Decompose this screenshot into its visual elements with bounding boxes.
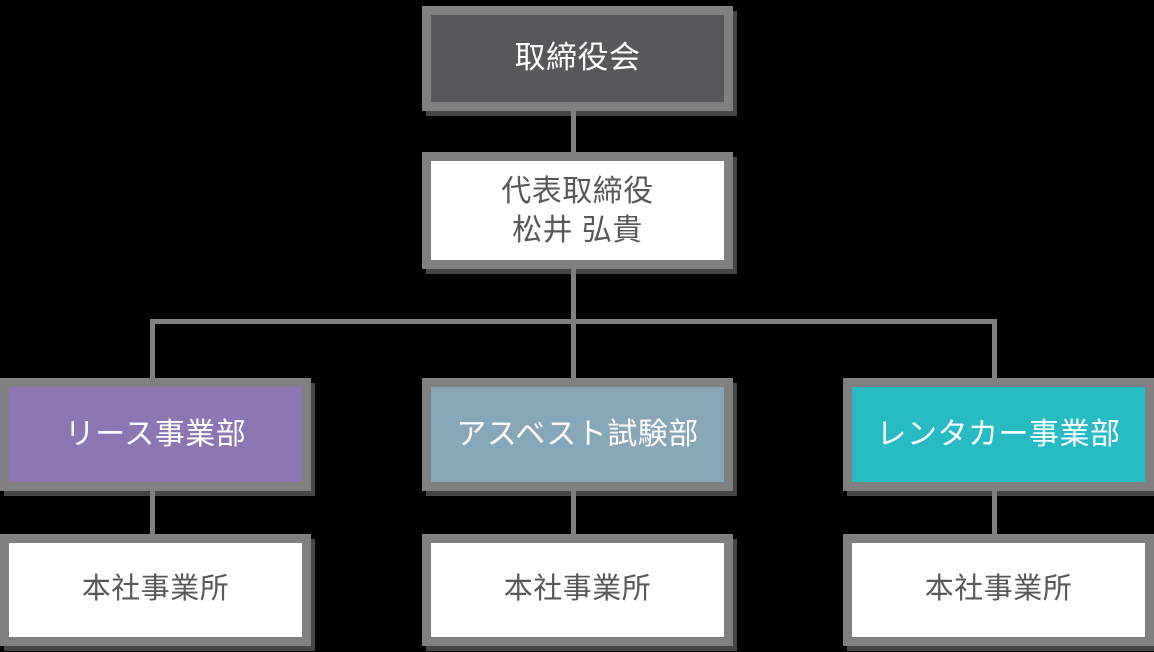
node-representative-director-label: 代表取締役 松井 弘貴 — [501, 174, 654, 247]
connector-bus-to-division-asbestos — [571, 319, 576, 380]
connector-bus-to-division-rentacar — [992, 319, 997, 380]
connector-division-asbestos-to-office — [571, 489, 576, 536]
connector-board-to-executive — [571, 110, 576, 154]
node-division-asbestos-testing: アスベスト試験部 — [422, 378, 733, 491]
node-division-rental-car: レンタカー事業部 — [843, 378, 1154, 491]
node-office-rental-car-label: 本社事業所 — [924, 573, 1073, 606]
node-board-of-directors: 取締役会 — [422, 6, 733, 111]
node-board-of-directors-label: 取締役会 — [514, 40, 641, 76]
node-office-rental-car: 本社事業所 — [843, 534, 1154, 646]
connector-division-lease-to-office — [150, 489, 155, 536]
connector-executive-to-bus — [571, 267, 576, 324]
node-office-asbestos-testing: 本社事業所 — [422, 534, 733, 646]
node-division-lease-label: リース事業部 — [64, 418, 247, 451]
node-division-lease: リース事業部 — [0, 378, 311, 491]
node-office-lease: 本社事業所 — [0, 534, 311, 646]
node-representative-director: 代表取締役 松井 弘貴 — [422, 152, 733, 269]
node-office-lease-label: 本社事業所 — [81, 573, 230, 606]
node-division-asbestos-testing-label: アスベスト試験部 — [456, 418, 699, 451]
node-division-rental-car-label: レンタカー事業部 — [876, 418, 1121, 451]
connector-division-rentacar-to-office — [992, 489, 997, 536]
connector-bus-to-division-lease — [150, 319, 155, 380]
node-office-asbestos-testing-label: 本社事業所 — [503, 573, 652, 606]
